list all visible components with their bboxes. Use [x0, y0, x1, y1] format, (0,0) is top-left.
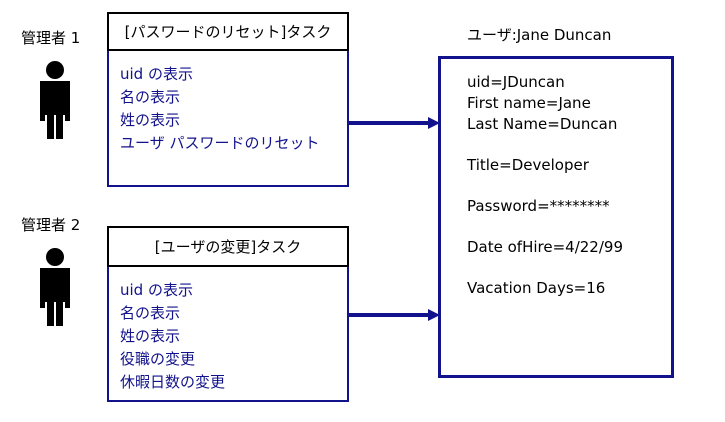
person-icon [35, 248, 75, 326]
user-attribute-box[interactable]: uid=JDuncan First name=Jane Last Name=Du… [438, 56, 674, 378]
user-attr-last-name: Last Name=Duncan [467, 115, 618, 133]
task-2-item: 役職の変更 [120, 350, 196, 368]
task-1-item: 名の表示 [120, 88, 181, 106]
user-attr-vacation-days: Vacation Days=16 [467, 279, 606, 297]
task-1-item: ユーザ パスワードのリセット [120, 134, 320, 152]
arrow-task2-to-user [349, 309, 440, 321]
task-1-item: 姓の表示 [120, 111, 181, 129]
arrow-shaft [349, 121, 429, 125]
task-2-body: uid の表示 名の表示 姓の表示 役職の変更 休暇日数の変更 [107, 267, 349, 402]
user-attr-uid: uid=JDuncan [467, 73, 565, 91]
task-2-header: [ユーザの変更]タスク [107, 226, 349, 267]
arrow-shaft [349, 313, 429, 317]
task-2-item: 名の表示 [120, 304, 181, 322]
user-attr-date-of-hire: Date ofHire=4/22/99 [467, 238, 623, 256]
task-1-body: uid の表示 名の表示 姓の表示 ユーザ パスワードのリセット [107, 51, 349, 187]
arrow-head [428, 309, 440, 321]
task-2-item: 姓の表示 [120, 327, 181, 345]
task-box-modify-user[interactable]: [ユーザの変更]タスク uid の表示 名の表示 姓の表示 役職の変更 休暇日数… [107, 226, 349, 402]
arrow-head [428, 117, 440, 129]
user-attr-first-name: First name=Jane [467, 94, 591, 112]
user-attr-title: Title=Developer [467, 156, 589, 174]
task-2-item: 休暇日数の変更 [120, 373, 226, 391]
person-icon [35, 61, 75, 139]
actor-1-label: 管理者 1 [21, 29, 81, 47]
arrow-task1-to-user [349, 117, 440, 129]
actor-2-label: 管理者 2 [21, 216, 81, 234]
task-2-item: uid の表示 [120, 281, 193, 299]
task-1-item: uid の表示 [120, 65, 193, 83]
task-1-header: [パスワードのリセット]タスク [107, 12, 349, 51]
user-attr-password: Password=******** [467, 197, 610, 215]
task-box-password-reset[interactable]: [パスワードのリセット]タスク uid の表示 名の表示 姓の表示 ユーザ パス… [107, 12, 349, 187]
user-panel-title: ユーザ:Jane Duncan [467, 26, 612, 44]
